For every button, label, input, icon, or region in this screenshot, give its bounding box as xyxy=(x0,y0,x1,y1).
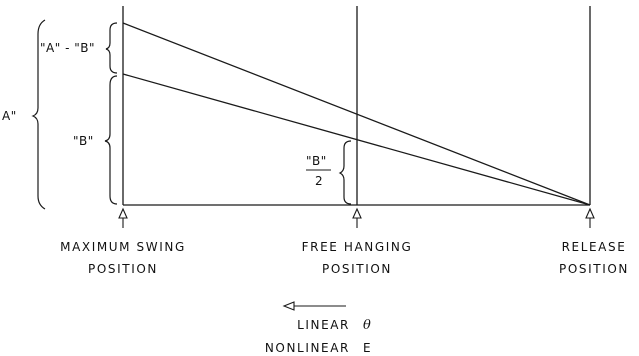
label-half-b-denominator: 2 xyxy=(315,174,323,188)
direction-arrow-icon xyxy=(282,301,346,311)
free-hanging-label-line2: POSITION xyxy=(322,262,392,276)
braces xyxy=(31,19,352,210)
release-label-line2: POSITION xyxy=(559,262,629,276)
label-a: A" xyxy=(2,109,17,123)
brace-a xyxy=(31,19,46,210)
maximum-swing-label-line2: POSITION xyxy=(88,262,158,276)
nonlinear-energy-line xyxy=(122,22,591,206)
maximum-swing-label-line1: MAXIMUM SWING xyxy=(60,240,186,254)
release-label-line1: RELEASE xyxy=(562,240,627,254)
maximum-swing-arrow-icon xyxy=(118,207,128,228)
legend-nonlinear-symbol: E xyxy=(363,341,372,355)
free-hanging-label-line1: FREE HANGING xyxy=(302,240,413,254)
label-b: "B" xyxy=(73,134,94,148)
release-arrow-icon xyxy=(585,207,595,228)
brace-a-minus-b xyxy=(105,22,118,74)
legend-nonlinear-label: NONLINEAR xyxy=(265,341,350,355)
label-half-b-numerator: "B" xyxy=(306,154,327,168)
label-a-minus-b: "A" - "B" xyxy=(40,41,95,55)
position-arrows xyxy=(118,207,595,228)
legend-linear-label: LINEAR xyxy=(297,318,350,332)
linear-energy-line xyxy=(122,73,591,206)
free-hanging-arrow-icon xyxy=(352,207,362,228)
brace-half-b xyxy=(338,140,352,205)
diagram-lines xyxy=(122,6,591,206)
legend-linear-symbol: θ xyxy=(363,318,371,333)
brace-b xyxy=(104,75,118,205)
